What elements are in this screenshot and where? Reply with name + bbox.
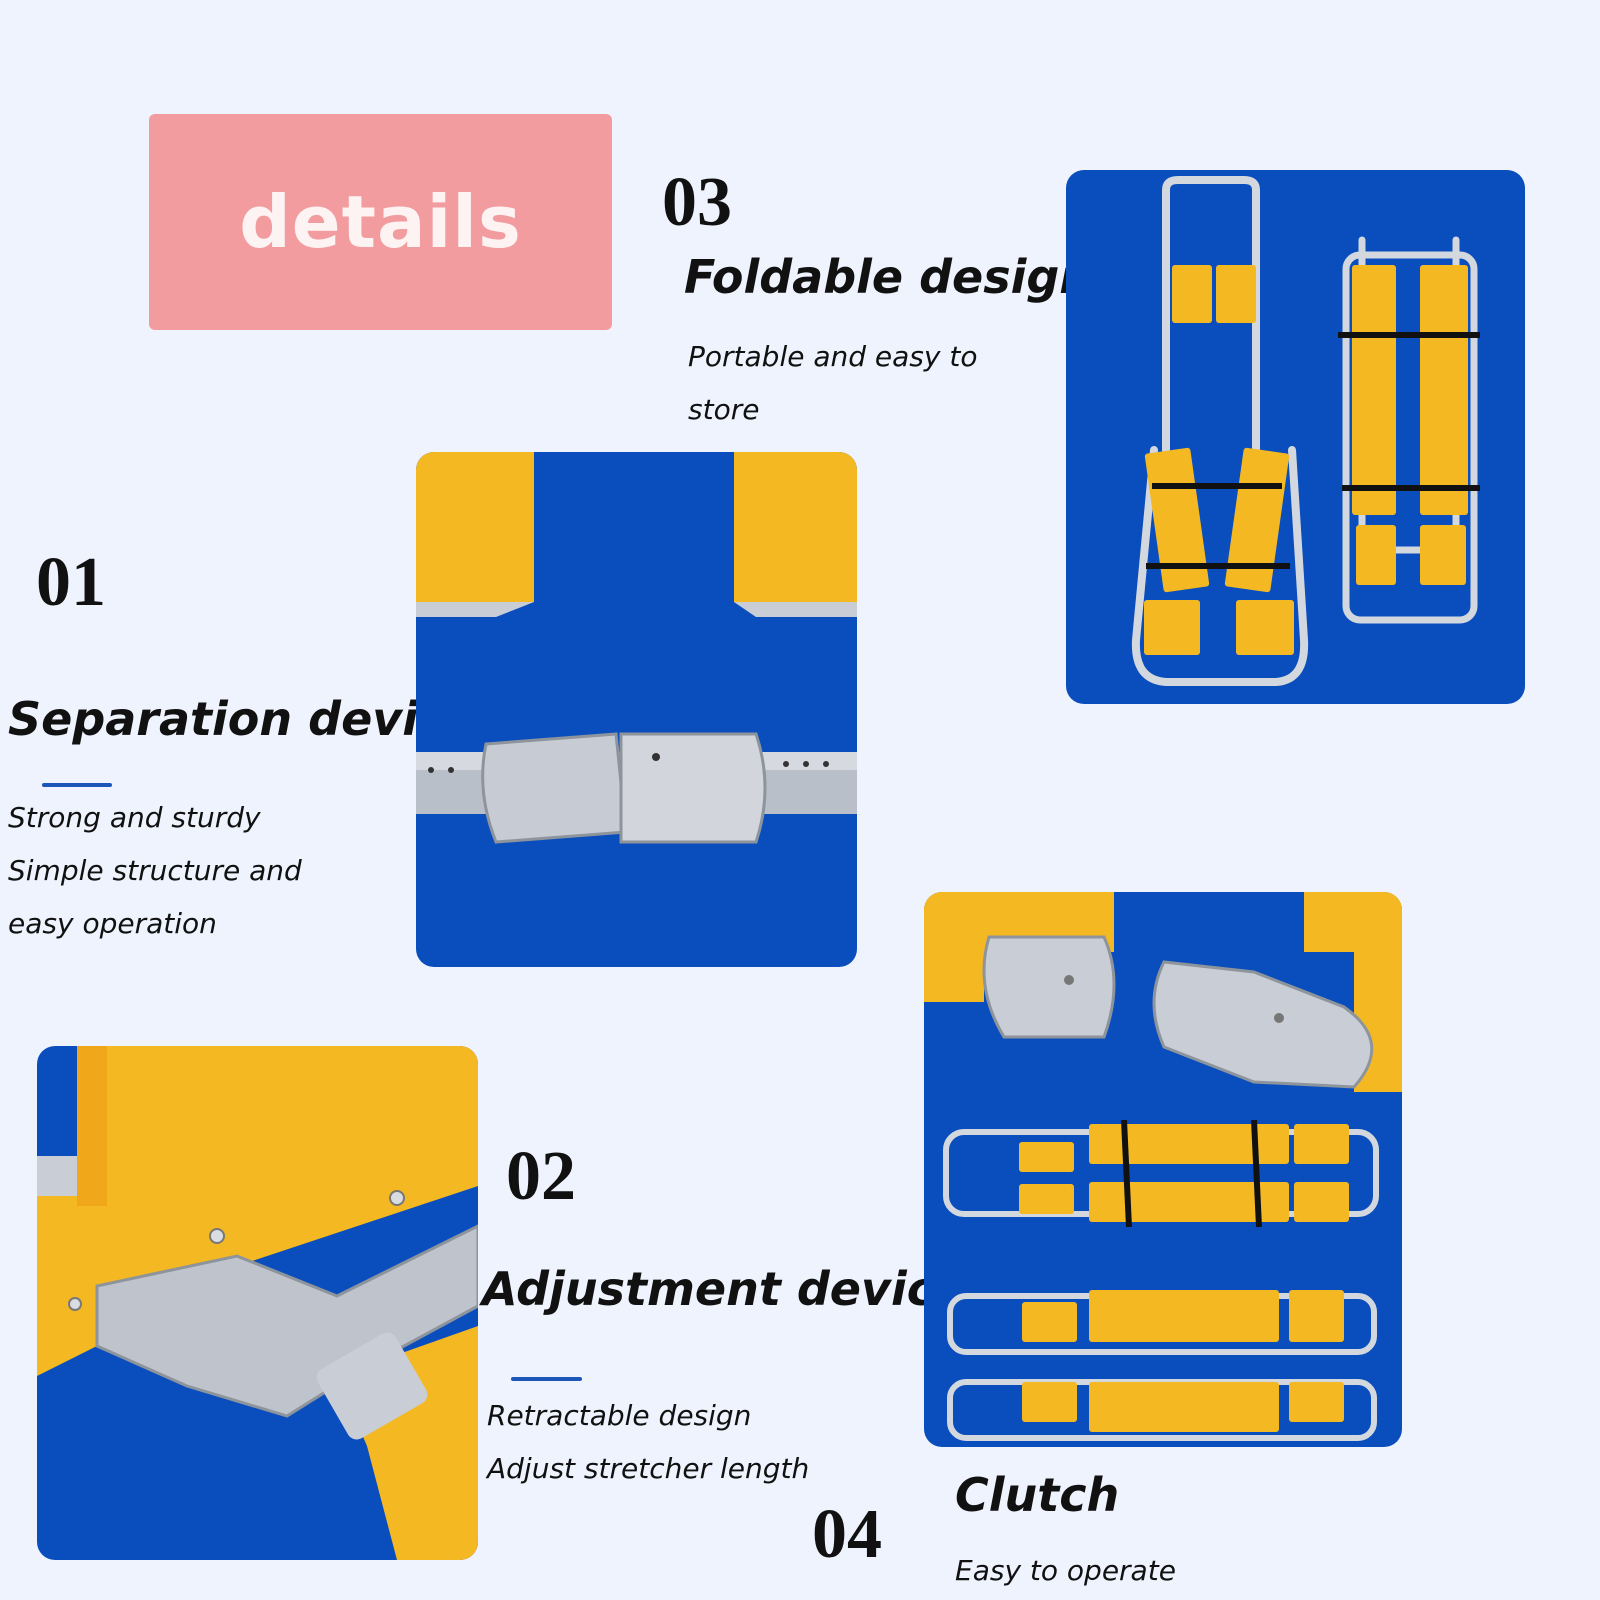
details-badge: details — [149, 114, 612, 330]
adjustment-device-photo — [37, 1046, 478, 1560]
section-01-number: 01 — [36, 544, 106, 621]
section-02-number: 02 — [506, 1138, 576, 1215]
details-label: details — [239, 180, 522, 264]
section-02-description: Retractable design Adjust stretcher leng… — [487, 1389, 809, 1495]
foldable-stretcher-photo — [1066, 170, 1525, 704]
section-02-line-1: Retractable design — [487, 1399, 752, 1432]
section-04-number: 04 — [812, 1496, 882, 1573]
section-01-accent-bar — [42, 783, 112, 787]
section-01-line-2: Simple structure and — [8, 854, 302, 887]
section-02-title: Adjustment device — [482, 1262, 966, 1316]
clutch-photo — [924, 892, 1402, 1447]
separation-coupling-illustration — [416, 452, 857, 844]
section-03-description: Portable and easy to store — [688, 330, 977, 436]
section-02-accent-bar — [511, 1377, 582, 1381]
section-01-line-3: easy operation — [8, 907, 217, 940]
clutch-illustration — [924, 892, 1402, 1441]
section-01-line-1: Strong and sturdy — [8, 801, 261, 834]
section-03-line-1: Portable and easy to — [688, 340, 978, 373]
section-03-line-2: store — [688, 393, 760, 426]
section-04-title: Clutch — [955, 1468, 1120, 1522]
section-01-description: Strong and sturdy Simple structure and e… — [8, 791, 302, 950]
section-04-description: Easy to operate — [955, 1544, 1176, 1597]
separation-coupling-photo — [416, 452, 857, 967]
adjustment-device-illustration — [37, 1046, 478, 1560]
section-03-number: 03 — [662, 164, 732, 241]
section-02-line-2: Adjust stretcher length — [487, 1452, 810, 1485]
section-03-title: Foldable design — [684, 250, 1093, 304]
section-04-line-1: Easy to operate — [955, 1554, 1176, 1587]
foldable-stretcher-illustration — [1131, 176, 1480, 686]
section-01-title: Separation device — [8, 692, 477, 746]
